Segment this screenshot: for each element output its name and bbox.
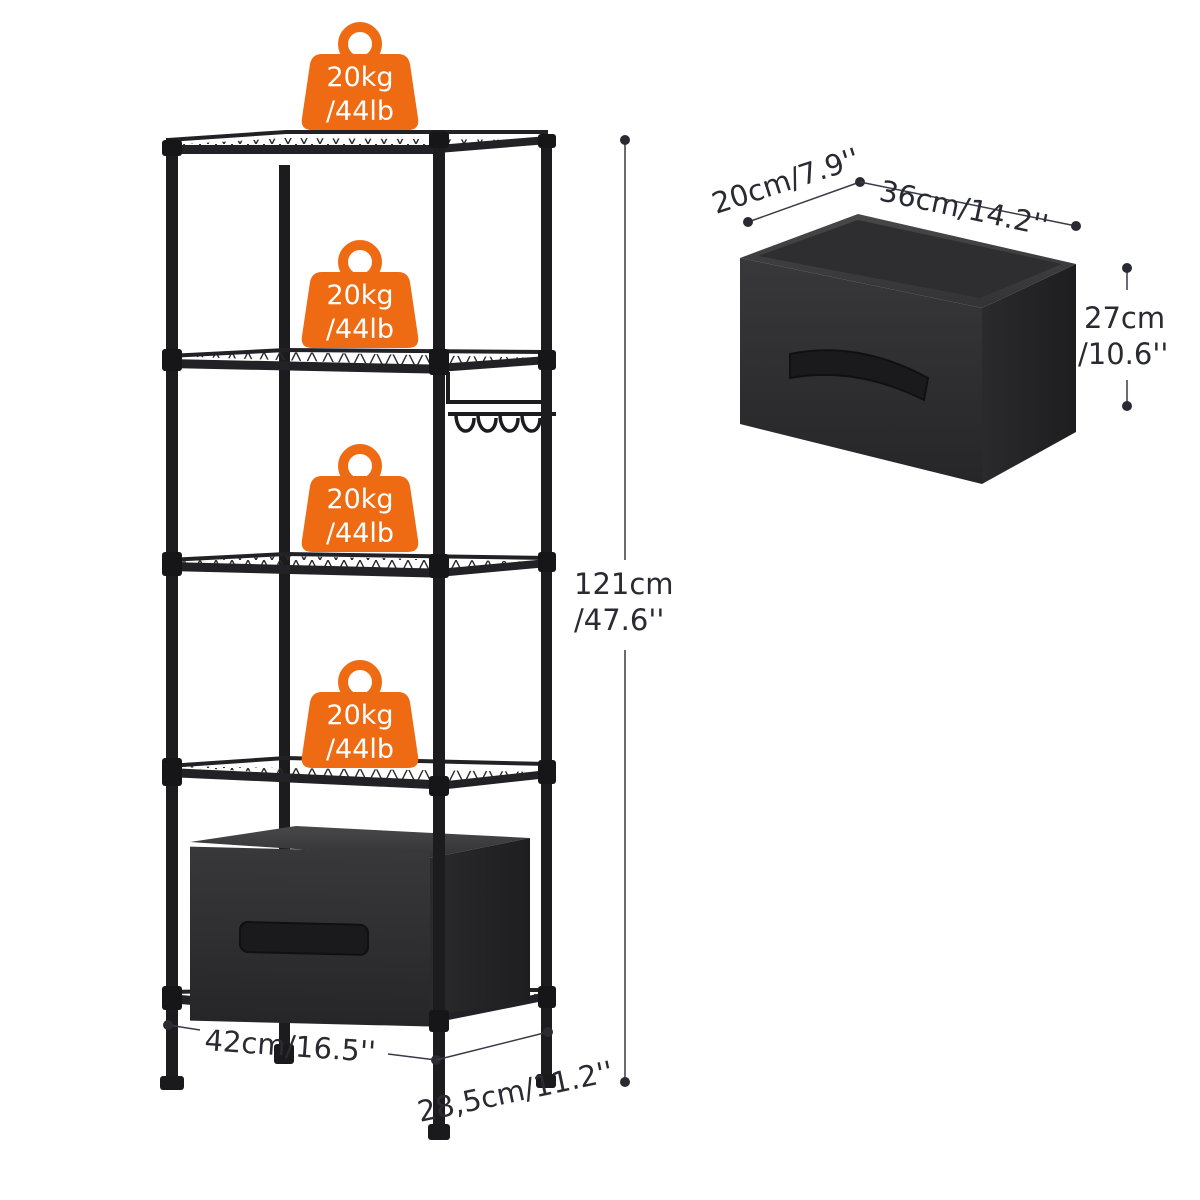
shelf-height-in: /47.6''	[574, 603, 664, 637]
weight-icon	[301, 22, 419, 130]
weight-badge-4: 20kg /44lb	[301, 660, 419, 768]
back-right-post	[541, 135, 552, 1085]
standalone-fabric-box	[740, 214, 1076, 484]
front-right-post	[433, 130, 445, 1130]
shelf-3	[167, 551, 549, 578]
hook-rack	[446, 372, 556, 433]
shelf-width-dimension: 42cm/16.5''	[163, 1020, 441, 1069]
badge-weight-kg: 20kg	[326, 280, 393, 311]
badge-weight-lb: /44lb	[326, 314, 394, 345]
box-height-in: /10.6''	[1078, 337, 1168, 371]
badge-weight-lb: /44lb	[326, 518, 394, 549]
box-height-dimension: 27cm /10.6''	[1078, 263, 1168, 411]
badge-weight-lb: /44lb	[326, 734, 394, 765]
weight-badge-1: 20kg /44lb	[301, 22, 419, 130]
weight-icon	[301, 660, 419, 768]
box-height-cm: 27cm	[1084, 301, 1165, 335]
badge-weight-kg: 20kg	[326, 62, 393, 93]
fabric-drawer-box	[190, 826, 530, 1027]
shelf-1	[167, 130, 549, 154]
badge-weight-lb: /44lb	[326, 96, 394, 127]
weight-icon	[301, 444, 419, 552]
back-left-post	[279, 165, 290, 1061]
box-depth-dimension: 20cm/7.9''	[708, 141, 865, 227]
badge-weight-kg: 20kg	[326, 700, 393, 731]
shelf-width-label: 42cm/16.5''	[204, 1023, 377, 1069]
front-left-post	[166, 138, 178, 1083]
weight-icon	[301, 240, 419, 348]
weight-badge-3: 20kg /44lb	[301, 444, 419, 552]
shelf-height-dimension: 121cm /47.6''	[574, 135, 674, 1087]
wire-shelving-unit	[160, 130, 556, 1140]
shelf-4	[167, 755, 549, 790]
badge-weight-kg: 20kg	[326, 484, 393, 515]
shelf-height-cm: 121cm	[574, 567, 674, 601]
shelf-2	[167, 347, 549, 374]
weight-badge-2: 20kg /44lb	[301, 240, 419, 348]
drawer-handle	[789, 349, 930, 402]
drawer-handle	[239, 921, 369, 956]
